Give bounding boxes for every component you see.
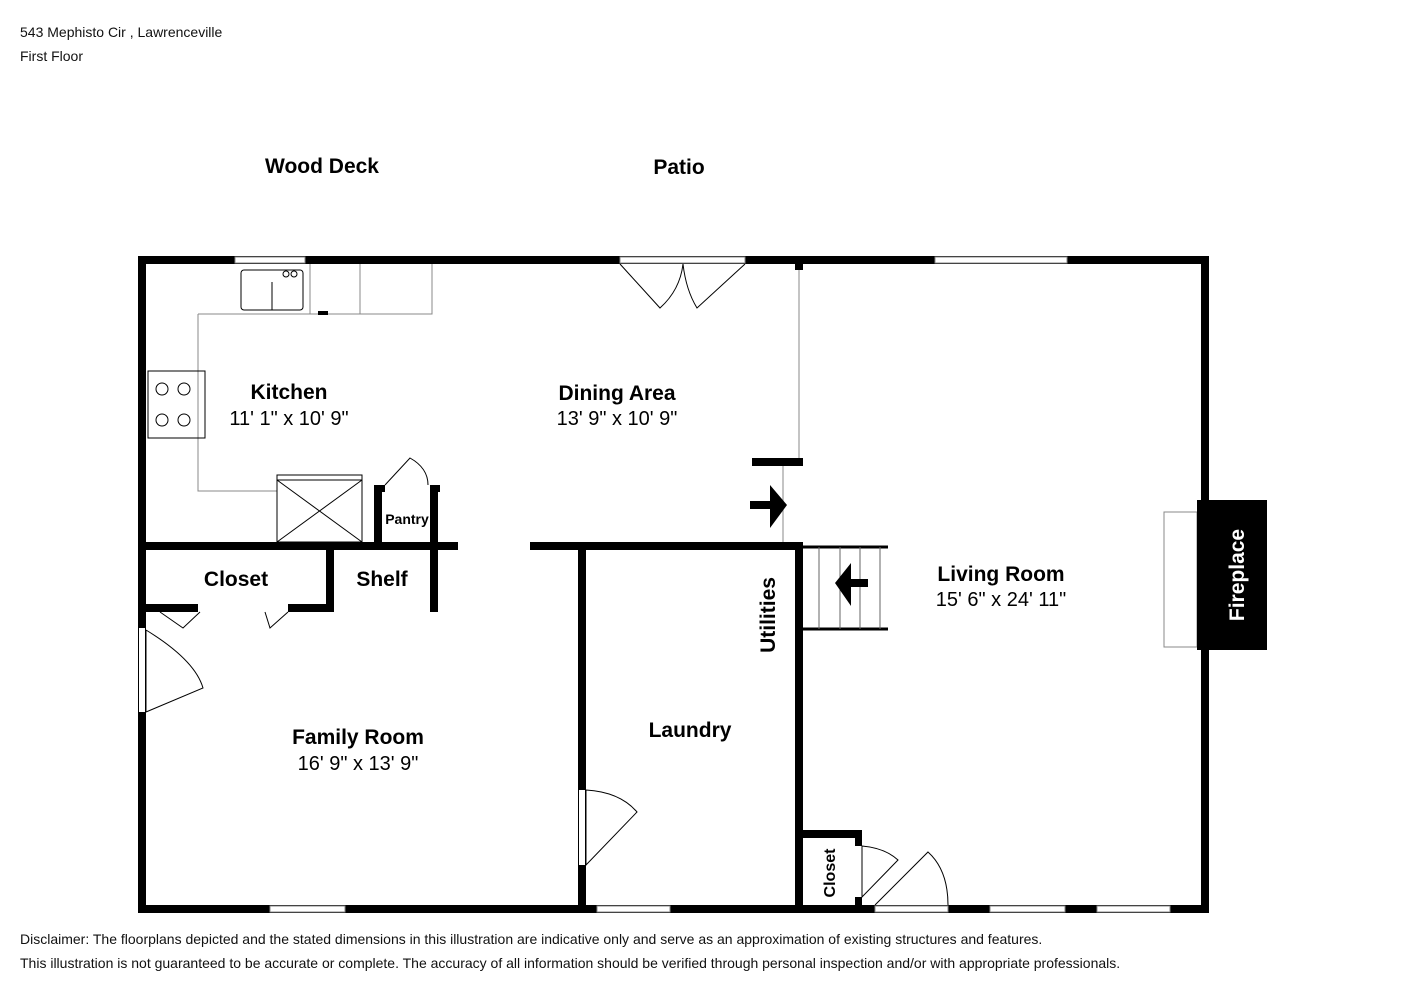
address-text: 543 Mephisto Cir , Lawrenceville [20,24,223,40]
disclaimer-line-1: Disclaimer: The floorplans depicted and … [20,931,1043,947]
closet-label: Closet [204,568,268,591]
laundry-label: Laundry [649,719,732,742]
living-closet-label: Closet [822,848,839,898]
floor-title: First Floor [20,48,83,64]
stairs [782,466,888,631]
windows [139,256,1171,913]
shelf-label: Shelf [356,568,408,591]
fireplace-label: Fireplace [1226,529,1249,621]
fireplace [1197,500,1267,650]
kitchen-dims: 11' 1" x 10' 9" [229,408,348,430]
living-dims: 15' 6" x 24' 11" [936,589,1066,611]
kitchen-counters [147,264,433,543]
wood-deck-label: Wood Deck [265,155,379,178]
utilities-label: Utilities [757,577,780,653]
living-label: Living Room [937,563,1064,586]
hearth [1163,511,1198,648]
kitchen-label: Kitchen [250,381,327,404]
doors [145,263,949,906]
stair-arrow-icon [750,485,868,606]
dining-label: Dining Area [558,382,675,405]
family-dims: 16' 9" x 13' 9" [298,753,419,775]
family-label: Family Room [292,726,424,749]
dining-dims: 13' 9" x 10' 9" [557,408,678,430]
dishwasher-marker [318,311,328,315]
patio-label: Patio [653,156,704,179]
pantry-label: Pantry [385,511,429,527]
disclaimer-line-2: This illustration is not guaranteed to b… [20,955,1121,971]
